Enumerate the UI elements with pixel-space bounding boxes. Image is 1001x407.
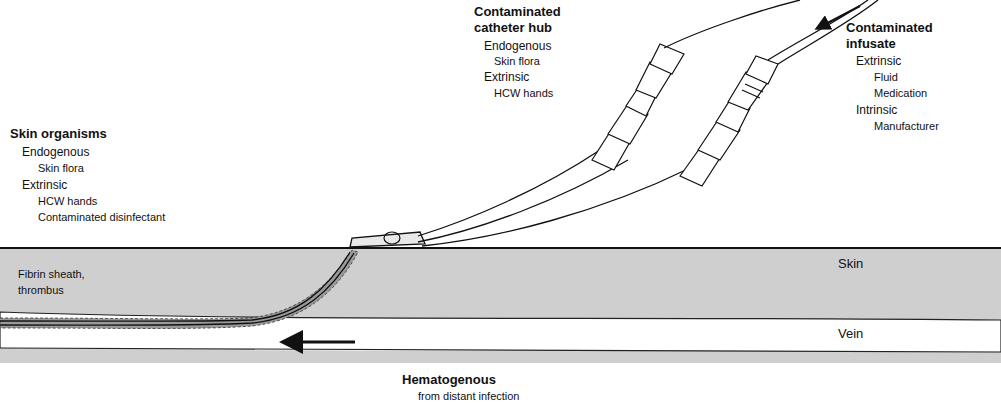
hub-connector: [592, 44, 684, 170]
subgroup-label: Endogenous: [484, 38, 551, 54]
subgroup-label: Endogenous: [22, 144, 89, 160]
hub-connector: [680, 56, 778, 186]
infusion-line: [664, 0, 800, 48]
source-label: Fluid: [874, 69, 898, 85]
flow-arrow: [285, 341, 355, 344]
extension-tube: [418, 150, 600, 236]
skin-band: [0, 248, 1001, 363]
group-heading: Skin organisms: [10, 126, 107, 142]
source-label: from distant infection: [418, 388, 520, 404]
group-heading: Contaminated catheter hub: [474, 4, 586, 36]
subgroup-label: Extrinsic: [484, 69, 529, 85]
catheter-hub: [350, 232, 425, 247]
source-label: Skin flora: [494, 53, 540, 69]
extension-tube: [422, 168, 690, 246]
tissue-label: Skin: [838, 256, 863, 272]
vein: [0, 312, 1001, 352]
suture: [384, 232, 400, 244]
source-label: Medication: [874, 85, 927, 101]
subgroup-label: Extrinsic: [22, 177, 67, 193]
extension-tube: [418, 160, 628, 242]
source-label: HCW hands: [38, 193, 97, 209]
tissue-label: Vein: [838, 326, 863, 342]
fibrin-sheath: [0, 250, 358, 329]
source-label: Contaminated disinfectant: [38, 209, 165, 225]
source-label: Manufacturer: [874, 118, 939, 134]
skin-surface: [0, 247, 1001, 249]
subgroup-label: Extrinsic: [856, 53, 901, 69]
group-heading: Contaminated infusate: [846, 20, 946, 52]
subgroup-label: Intrinsic: [856, 102, 897, 118]
source-label: Skin flora: [38, 160, 84, 176]
tissue-label: Fibrin sheath, thrombus: [18, 266, 108, 298]
source-label: HCW hands: [494, 85, 553, 101]
catheter: [0, 253, 354, 325]
group-heading: Hematogenous: [402, 372, 496, 388]
